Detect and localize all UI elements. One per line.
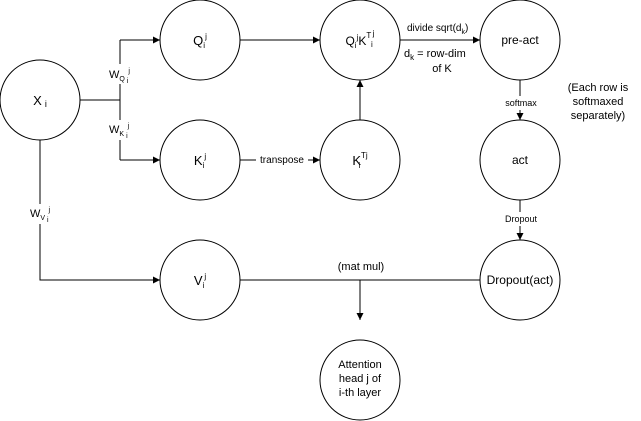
node-q: Qij bbox=[159, 0, 241, 81]
node-k: Kij bbox=[159, 119, 241, 201]
node-attention-line1: Attention bbox=[338, 359, 381, 371]
node-v: Vij bbox=[159, 239, 241, 321]
note-line3: separately) bbox=[571, 110, 625, 122]
edge-x-to-v bbox=[39, 140, 160, 284]
node-act-label: act bbox=[512, 153, 529, 167]
node-kt-label: K bbox=[352, 153, 361, 168]
node-attention-line2: head j of bbox=[339, 373, 382, 385]
label-dropout: Dropout bbox=[505, 214, 538, 224]
node-qkt-label-k: K bbox=[358, 34, 366, 48]
node-qkt: QijKTij bbox=[319, 0, 401, 81]
note-line1: (Each row is bbox=[568, 82, 629, 94]
svg-text:Qij: Qij bbox=[193, 32, 207, 50]
label-dk: dk = row-dim bbox=[404, 48, 466, 62]
node-act: act bbox=[479, 119, 561, 201]
node-preact: pre-act bbox=[479, 0, 561, 81]
label-matmul: (mat mul) bbox=[338, 261, 384, 273]
svg-text:Vij: Vij bbox=[194, 272, 206, 290]
node-qkt-label-q: Q bbox=[345, 34, 354, 48]
label-divide: divide sqrt(dk) bbox=[407, 23, 468, 36]
node-dropout-act: Dropout(act) bbox=[479, 239, 561, 321]
node-attention-line3: i-th layer bbox=[339, 387, 382, 399]
node-dropout-act-label: Dropout(act) bbox=[487, 273, 554, 287]
softmax-note: (Each row is softmaxed separately) bbox=[568, 82, 629, 122]
node-attention: Attention head j of i-th layer bbox=[319, 339, 401, 421]
svg-text:Xi: Xi bbox=[33, 93, 47, 109]
svg-text:QijKTij: QijKTij bbox=[345, 29, 374, 50]
label-transpose: transpose bbox=[260, 155, 304, 166]
node-v-label: V bbox=[194, 273, 203, 288]
label-dk-line2: of K bbox=[432, 63, 452, 75]
svg-text:Kij: Kij bbox=[194, 152, 206, 170]
node-x-label: X bbox=[33, 93, 42, 108]
node-preact-label: pre-act bbox=[501, 33, 539, 47]
label-softmax: softmax bbox=[505, 98, 537, 108]
note-line2: softmaxed bbox=[573, 96, 624, 108]
node-k-label: K bbox=[194, 153, 203, 168]
node-q-label: Q bbox=[193, 33, 203, 48]
edges bbox=[39, 36, 524, 320]
